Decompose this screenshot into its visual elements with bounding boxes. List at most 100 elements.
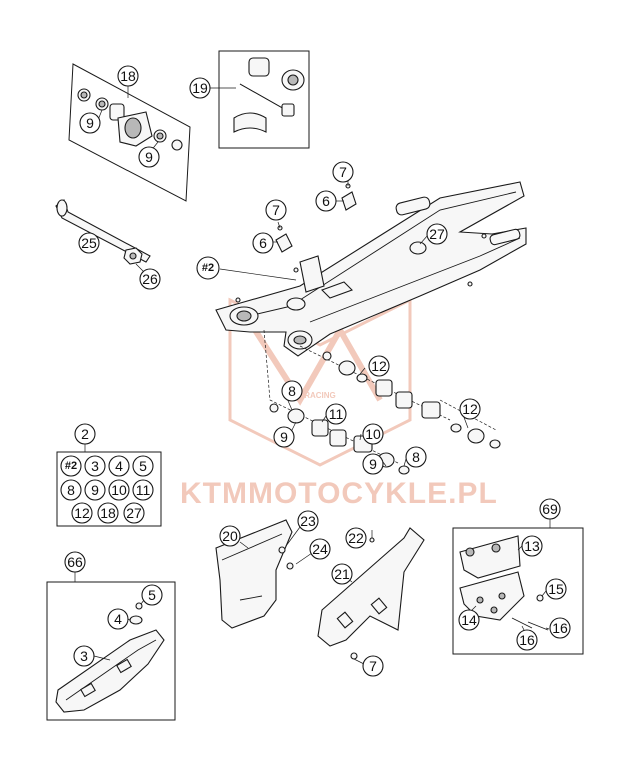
svg-text:66: 66 — [67, 554, 83, 570]
callout-20: 20 — [219, 525, 241, 547]
kit-item: 5 — [132, 455, 154, 477]
svg-text:9: 9 — [91, 482, 99, 498]
svg-text:7: 7 — [272, 202, 280, 218]
svg-text:9: 9 — [280, 429, 288, 445]
svg-text:#2: #2 — [202, 262, 214, 274]
kit-19-box — [210, 50, 310, 149]
svg-text:16: 16 — [519, 632, 535, 648]
svg-text:24: 24 — [312, 541, 328, 557]
watermark-logo — [228, 297, 412, 467]
callout-9: 9 — [79, 112, 101, 134]
callout-6: 6 — [252, 232, 274, 254]
svg-text:7: 7 — [339, 164, 347, 180]
svg-text:9: 9 — [369, 456, 377, 472]
svg-text:12: 12 — [371, 358, 387, 374]
kit-item: 10 — [108, 479, 130, 501]
callout-22: 22 — [345, 527, 367, 549]
svg-text:11: 11 — [329, 406, 344, 422]
kit-item: 3 — [84, 455, 106, 477]
svg-text:11: 11 — [136, 482, 151, 498]
chain-guard — [215, 519, 425, 665]
callout-16: 16 — [516, 629, 538, 651]
svg-text:6: 6 — [259, 235, 267, 251]
callout-27: 27 — [426, 223, 448, 245]
callout-26: 26 — [139, 268, 161, 290]
svg-text:12: 12 — [462, 401, 478, 417]
kit-66-box — [46, 571, 176, 721]
svg-text:25: 25 — [81, 235, 97, 251]
kit-item: 8 — [60, 479, 82, 501]
svg-text:9: 9 — [86, 115, 94, 131]
callout-7: 7 — [332, 161, 354, 183]
callout-12: 12 — [368, 355, 390, 377]
callout-24: 24 — [309, 538, 331, 560]
kit-item: 9 — [84, 479, 106, 501]
callout-11: 11 — [325, 403, 347, 425]
svg-text:8: 8 — [67, 482, 75, 498]
callout-13: 13 — [521, 535, 543, 557]
svg-text:21: 21 — [334, 566, 350, 582]
callout-9: 9 — [273, 426, 295, 448]
svg-text:15: 15 — [548, 581, 564, 597]
pivot-shaft — [55, 199, 151, 274]
svg-text:10: 10 — [111, 482, 127, 498]
svg-text:27: 27 — [126, 505, 142, 521]
callout-8: 8 — [281, 380, 303, 402]
callout-7: 7 — [265, 199, 287, 221]
svg-text:8: 8 — [288, 383, 296, 399]
callout-66: 66 — [64, 551, 86, 573]
swingarm — [215, 181, 527, 357]
svg-text:16: 16 — [552, 620, 568, 636]
callout-6: 6 — [315, 190, 337, 212]
callout-swingarm-ref: #2 — [196, 256, 220, 280]
svg-text:#2: #2 — [65, 460, 77, 472]
callout-21: 21 — [331, 563, 353, 585]
callout-16: 16 — [549, 617, 571, 639]
callout-25: 25 — [78, 232, 100, 254]
svg-text:22: 22 — [348, 530, 364, 546]
callout-15: 15 — [545, 578, 567, 600]
svg-text:10: 10 — [365, 426, 381, 442]
svg-text:19: 19 — [192, 80, 208, 96]
callout-9: 9 — [362, 453, 384, 475]
svg-text:18: 18 — [100, 505, 116, 521]
svg-text:4: 4 — [114, 611, 122, 627]
kit-item: 11 — [132, 479, 154, 501]
callout-3: 3 — [73, 645, 95, 667]
svg-text:26: 26 — [142, 271, 158, 287]
svg-text:23: 23 — [300, 513, 316, 529]
svg-text:7: 7 — [369, 658, 377, 674]
callout-9: 9 — [138, 146, 160, 168]
svg-text:13: 13 — [524, 538, 540, 554]
callout-2: 2 — [74, 423, 96, 445]
svg-text:3: 3 — [80, 648, 88, 664]
svg-text:69: 69 — [542, 501, 558, 517]
svg-text:2: 2 — [81, 426, 89, 442]
kit-item: 12 — [71, 502, 93, 524]
svg-text:14: 14 — [461, 612, 477, 628]
svg-text:6: 6 — [322, 193, 330, 209]
callout-5: 5 — [141, 584, 163, 606]
svg-text:5: 5 — [148, 587, 156, 603]
callout-7: 7 — [362, 655, 384, 677]
kit-69-box — [452, 518, 584, 655]
svg-text:3: 3 — [91, 458, 99, 474]
svg-text:9: 9 — [145, 149, 153, 165]
svg-text:20: 20 — [222, 528, 238, 544]
watermark-logo-mark — [252, 323, 383, 406]
kit-2-box — [56, 444, 162, 527]
watermark-text: KTMMOTOCYKLE.PL — [180, 477, 498, 510]
watermark-logo-text: RACING — [304, 391, 336, 400]
callout-19: 19 — [189, 77, 211, 99]
kit-2-contents: #2 3 4 5 8 9 10 11 12 18 27 — [60, 455, 154, 524]
svg-text:12: 12 — [74, 505, 90, 521]
callout-18: 18 — [117, 65, 139, 87]
svg-text:27: 27 — [429, 226, 445, 242]
svg-text:5: 5 — [139, 458, 147, 474]
kit-item: #2 — [60, 455, 82, 477]
svg-text:18: 18 — [120, 68, 136, 84]
callout-14: 14 — [458, 609, 480, 631]
kit-18-box — [68, 63, 191, 202]
kit-item: 27 — [123, 502, 145, 524]
